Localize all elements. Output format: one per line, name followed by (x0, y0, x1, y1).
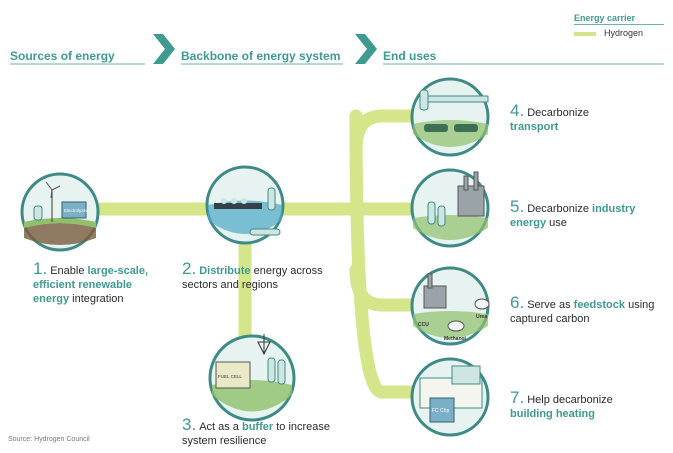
illustration-heating: FC Chp (410, 357, 490, 437)
source-note: Source: Hydrogen Council (8, 436, 90, 443)
electrolyzer-icon (61, 201, 87, 219)
fc-chp-icon (429, 397, 455, 423)
urea-tank-icon (474, 298, 490, 310)
h2-tank-icon (33, 205, 43, 221)
methanol-tank-icon (447, 320, 465, 332)
flow-trunk (349, 109, 389, 399)
step-number: 7. (510, 388, 525, 407)
step-number: 6. (510, 293, 525, 312)
illustration-buffer: FUEL CELL (208, 334, 296, 422)
step-6-label: 6.Serve as feedstock using captured carb… (510, 293, 655, 325)
h2-tank-icon (419, 89, 429, 111)
flow-feedstock (349, 263, 437, 312)
legend-swatch-hydrogen (574, 32, 596, 36)
step-number: 4. (510, 101, 525, 120)
illustration-distribution (205, 165, 285, 245)
svg-text:FC Chp: FC Chp (432, 408, 449, 414)
svg-text:Methanol: Methanol (444, 336, 467, 342)
ship-icon (214, 203, 262, 209)
car-icon (454, 124, 478, 132)
step-5-label: 5.Decarbonize industry energy use (510, 197, 636, 229)
step-number: 2. (182, 259, 197, 278)
illustration-transport (410, 77, 490, 157)
step-3-label: 3.Act as a buffer to increase system res… (182, 415, 331, 447)
truck-icon (249, 228, 281, 236)
step-2-label: 2.Distribute energy across sectors and r… (182, 259, 323, 291)
car-icon (424, 124, 448, 132)
h2-tank-icon (427, 201, 436, 225)
svg-text:Electrolyzer: Electrolyzer (64, 208, 88, 213)
svg-text:Urea: Urea (476, 314, 487, 320)
column-header-backbone: Backbone of energy system (181, 49, 341, 63)
step-number: 1. (33, 259, 48, 278)
illustration-industry (410, 168, 490, 248)
step-1-label: 1.Enable large-scale, efficient renewabl… (33, 259, 149, 305)
illustration-sources: Electrolyzer (20, 172, 100, 252)
step-4-label: 4.Decarbonize transport (510, 101, 589, 133)
station-roof (425, 95, 489, 103)
step-number: 3. (182, 415, 197, 434)
chevron-right-icon (355, 34, 377, 64)
illustration-feedstock: CCU Methanol Urea (410, 266, 490, 346)
legend-title: Energy carrier (574, 13, 636, 23)
column-header-end-uses: End uses (383, 49, 437, 63)
legend-divider (574, 24, 664, 25)
legend-item-hydrogen: Hydrogen (604, 28, 644, 38)
chevron-right-icon (153, 34, 175, 64)
plant-icon (423, 285, 447, 309)
column-header-sources: Sources of energy (10, 49, 115, 63)
svg-text:FUEL CELL: FUEL CELL (218, 374, 242, 379)
flow-transport (349, 109, 437, 157)
fuel-cell-icon (215, 361, 251, 389)
step-number: 5. (510, 197, 525, 216)
h2-tank-icon (267, 187, 276, 211)
step-7-label: 7.Help decarbonize building heating (510, 388, 613, 420)
factory-icon (457, 185, 485, 217)
radiator-icon (451, 365, 481, 385)
svg-text:CCU: CCU (418, 322, 429, 328)
